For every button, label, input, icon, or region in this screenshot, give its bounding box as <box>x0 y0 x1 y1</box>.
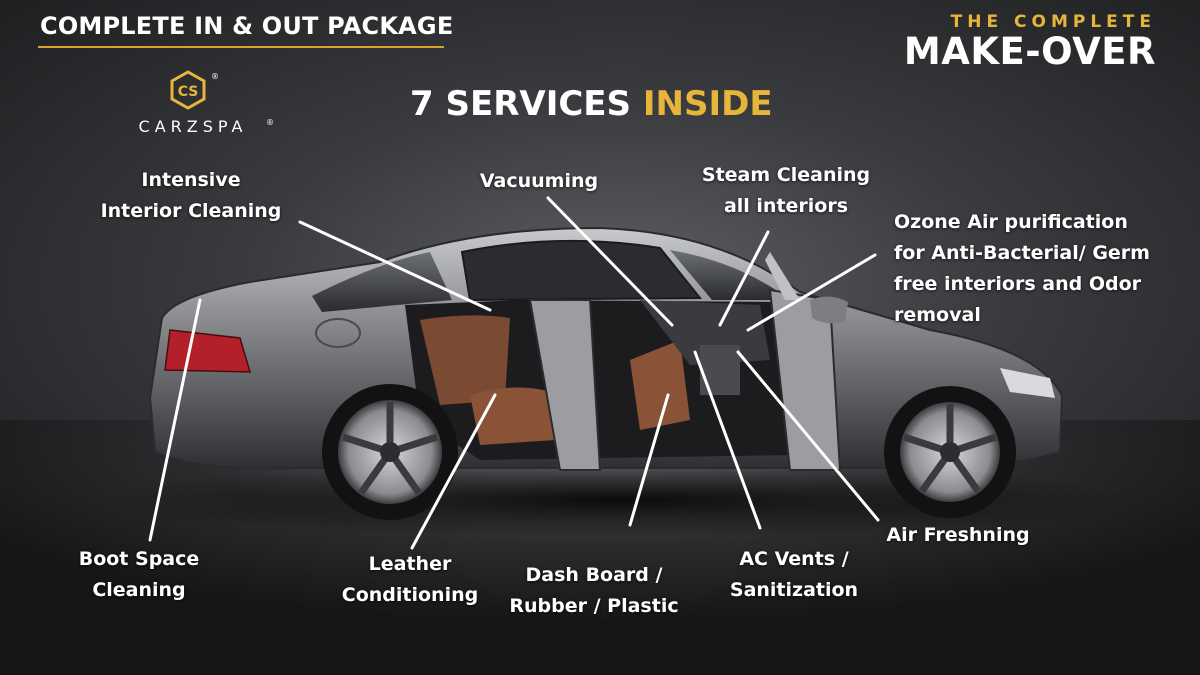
label-line: Vacuuming <box>479 170 599 192</box>
label-line: Ozone Air purification <box>894 211 1128 233</box>
pointer-dash-board <box>628 393 670 527</box>
label-line: removal <box>894 304 981 326</box>
label-line: for Anti-Bacterial/ Germ <box>894 242 1150 264</box>
label-line: free interiors and Odor <box>894 273 1141 295</box>
pointer-steam-cleaning <box>718 230 770 327</box>
rear-window <box>312 252 452 312</box>
label-ac-vents-sanitization: AC Vents / Sanitization <box>726 544 862 606</box>
label-leather-conditioning: Leather Conditioning <box>336 549 484 611</box>
wordmark-registered-mark: ® <box>266 118 274 127</box>
seat-front <box>630 340 690 430</box>
door-panel-rear <box>420 315 510 405</box>
label-ozone-air-purification: Ozone Air purification for Anti-Bacteria… <box>894 207 1150 331</box>
label-dash-board-rubber-plastic: Dash Board / Rubber / Plastic <box>504 560 684 622</box>
open-front-door <box>768 288 842 471</box>
label-line: Leather <box>368 553 452 575</box>
headline-highlight: INSIDE <box>642 84 773 124</box>
open-rear-door <box>528 299 602 471</box>
brand-logo: CS ® CARZSPA ® <box>108 70 278 140</box>
label-line: Dash Board / <box>525 564 663 586</box>
front-window <box>670 250 790 300</box>
label-line: Intensive <box>141 169 241 191</box>
label-line: Cleaning <box>92 579 186 601</box>
front-door-window <box>765 252 800 300</box>
pointer-boot-space <box>148 298 202 542</box>
logo-wordmark: CARZSPA <box>138 117 248 136</box>
label-line: AC Vents / <box>739 548 849 570</box>
pointer-ozone <box>746 253 877 332</box>
label-line: Conditioning <box>341 584 479 606</box>
fuel-cap <box>315 318 361 348</box>
center-console <box>700 345 740 395</box>
label-line: Boot Space <box>78 548 200 570</box>
front-wheel <box>884 386 1016 518</box>
pointer-leather <box>410 393 497 550</box>
label-air-freshning: Air Freshning <box>882 520 1034 551</box>
logo-hexagon-icon: CS <box>170 70 206 110</box>
title-underline <box>38 46 444 48</box>
pointer-air-freshning <box>736 350 880 522</box>
label-vacuuming: Vacuuming <box>474 166 604 197</box>
makeover-title: MAKE-OVER <box>903 30 1156 73</box>
pointer-intensive-interior <box>298 220 492 312</box>
label-line: all interiors <box>723 195 849 217</box>
label-boot-space-cleaning: Boot Space Cleaning <box>74 544 204 606</box>
label-steam-cleaning: Steam Cleaning all interiors <box>698 160 874 222</box>
logo-monogram: CS <box>178 84 199 100</box>
label-line: Interior Cleaning <box>100 200 282 222</box>
label-line: Steam Cleaning <box>701 164 871 186</box>
label-line: Rubber / Plastic <box>509 595 679 617</box>
makeover-subtitle: THE COMPLETE <box>950 12 1156 32</box>
pointer-ac-vents <box>693 350 762 530</box>
headlight <box>1000 368 1055 398</box>
package-title: COMPLETE IN & OUT PACKAGE <box>40 12 454 40</box>
services-headline: 7 SERVICES INSIDE <box>410 84 773 124</box>
label-intensive-interior-cleaning: Intensive Interior Cleaning <box>98 165 284 227</box>
label-line: Air Freshning <box>886 524 1030 546</box>
pointer-vacuuming <box>546 196 674 327</box>
rear-wheel <box>322 384 458 520</box>
label-line: Sanitization <box>729 579 859 601</box>
headline-prefix: 7 SERVICES <box>410 84 632 124</box>
side-window <box>460 239 703 302</box>
logo-registered-mark: ® <box>211 72 219 81</box>
side-mirror <box>810 296 848 324</box>
